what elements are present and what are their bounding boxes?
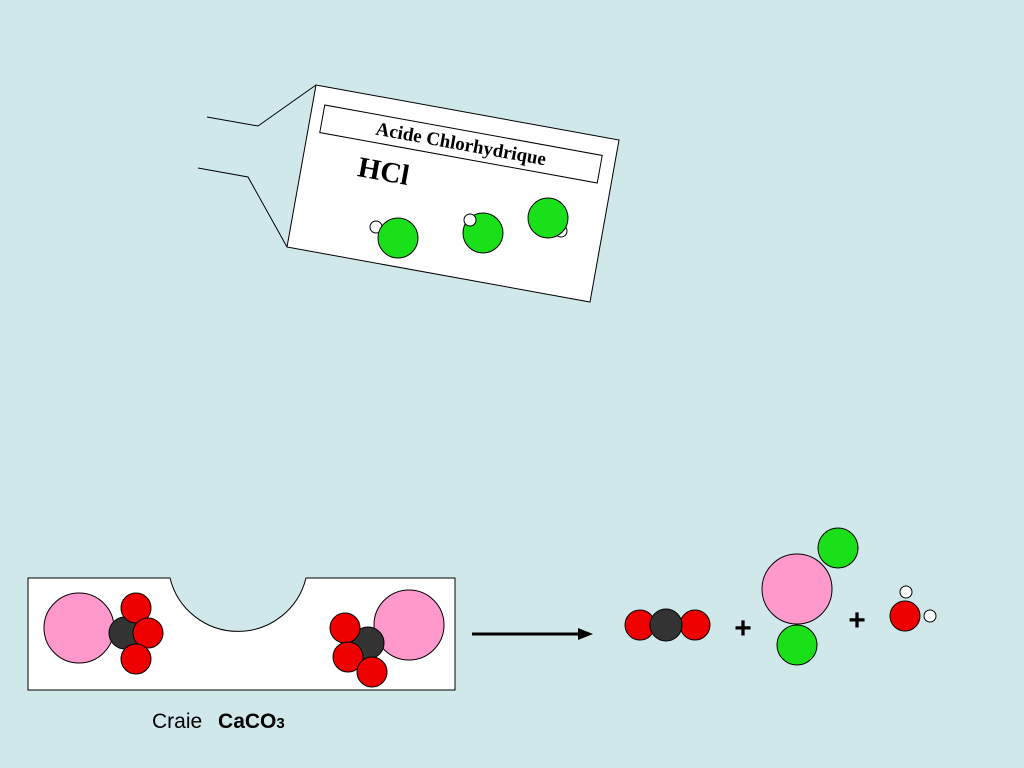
reaction-arrow: [472, 628, 593, 640]
hydrogen-atom: [899, 585, 913, 599]
oxygen-atom: [356, 656, 388, 688]
calcium-chloride-molecule: [761, 527, 859, 666]
acid-bottle: Acide Chlorhydrique HCl: [197, 84, 620, 303]
carbon-atom: [649, 608, 683, 642]
oxygen-atom: [889, 600, 921, 632]
calcium-carbonate-molecule: [43, 592, 164, 675]
hcl-molecule: [369, 217, 419, 259]
oxygen-atom: [120, 592, 152, 624]
calcium-atom: [761, 553, 833, 625]
plus-sign: +: [734, 612, 752, 645]
calcium-carbonate-molecule: [329, 589, 445, 688]
oxygen-atom: [332, 641, 364, 673]
chalk-formula-subscript: 3: [276, 715, 284, 732]
carbon-dioxide-molecule: [624, 608, 711, 642]
chalk-name: Craie: [152, 710, 202, 733]
bottle-neck-bottom-line: [197, 167, 288, 248]
hcl-molecule: [527, 197, 569, 239]
hydrogen-atom: [463, 213, 477, 227]
chlorine-atom: [527, 197, 569, 239]
chalk-caption: Craie CaCO3: [152, 710, 285, 733]
oxygen-atom: [679, 609, 711, 641]
bottle-neck-top-line: [206, 84, 317, 127]
calcium-atom: [43, 592, 115, 664]
calcium-atom: [373, 589, 445, 661]
hydrogen-atom: [923, 609, 937, 623]
chalk-formula: CaCO: [218, 710, 276, 733]
chalk-block: [27, 577, 456, 691]
chlorine-atom: [776, 624, 818, 666]
arrow-head: [578, 628, 593, 640]
oxygen-atom: [120, 643, 152, 675]
water-molecule: [889, 585, 937, 632]
bottle-label-frame: [319, 104, 603, 184]
chlorine-atom: [377, 217, 419, 259]
oxygen-atom: [132, 617, 164, 649]
chlorine-atom: [817, 527, 859, 569]
oxygen-atom: [329, 612, 361, 644]
plus-sign: +: [848, 604, 866, 637]
hcl-molecule: [462, 212, 504, 254]
